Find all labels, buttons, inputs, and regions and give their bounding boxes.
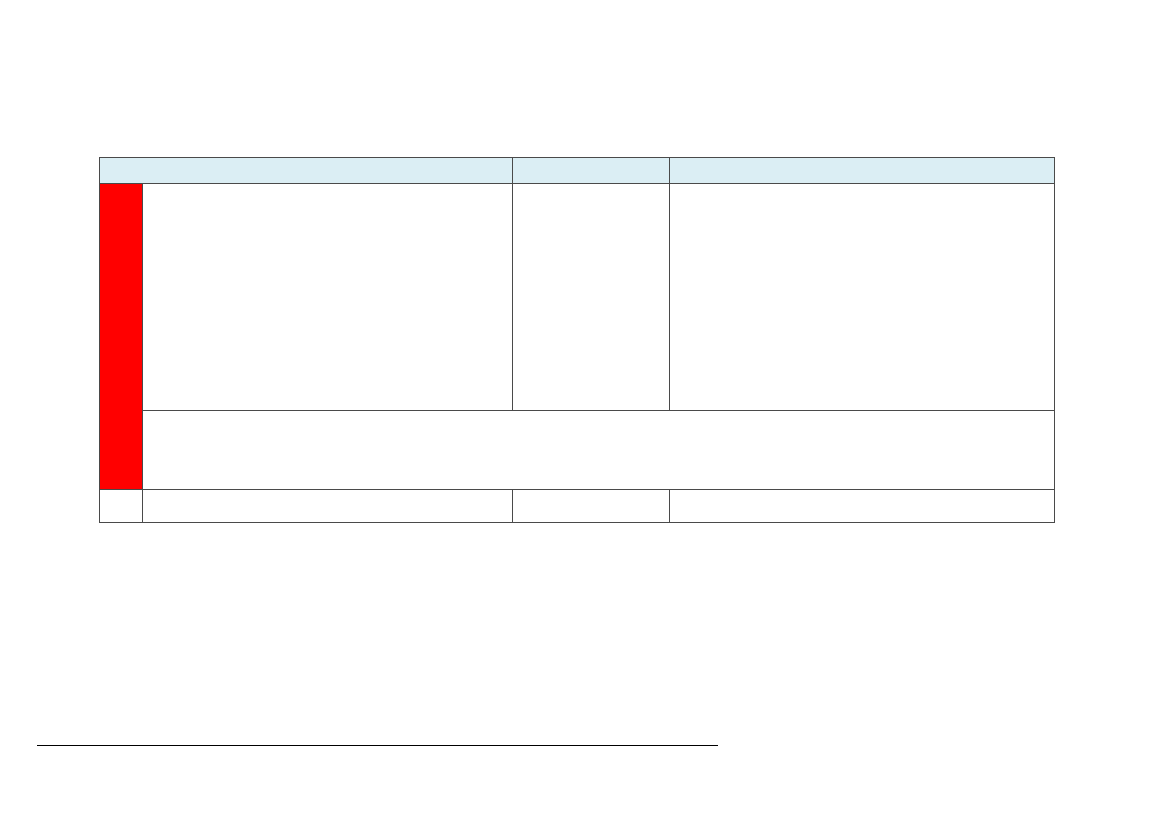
table-cell-2	[512, 183, 670, 411]
table-row	[99, 183, 1055, 490]
header-cell-3	[669, 157, 1055, 184]
table-cell-3	[669, 183, 1055, 411]
header-cell-2	[512, 157, 670, 184]
footnote-separator	[37, 745, 718, 746]
table-cell-1	[142, 183, 513, 411]
table-cell-2	[512, 489, 670, 523]
status-cell-empty	[99, 489, 143, 523]
data-table	[99, 157, 1055, 523]
header-cell-1	[99, 157, 513, 184]
status-marker-red	[99, 183, 143, 490]
table-cell-3	[669, 489, 1055, 523]
table-header-row	[99, 157, 1055, 184]
table-row	[99, 489, 1055, 523]
table-cell-1	[142, 489, 513, 523]
note-cell	[142, 410, 1055, 490]
table-row-note	[100, 410, 1055, 490]
